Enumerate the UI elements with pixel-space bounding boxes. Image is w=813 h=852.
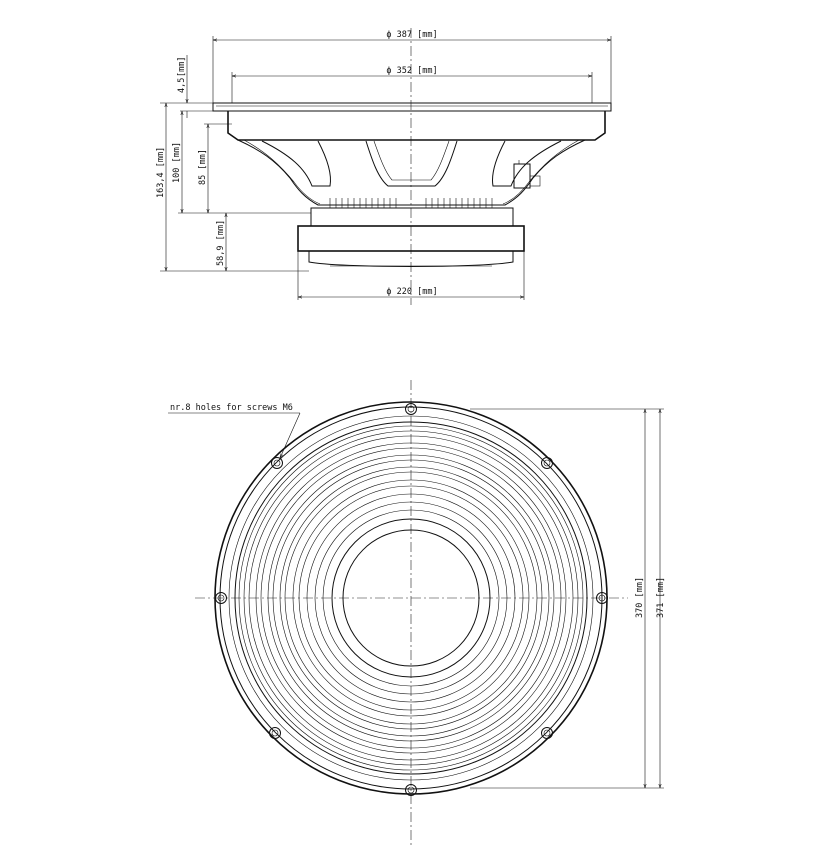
side-flange [212, 102, 612, 112]
dim-flange-thickness: 4,5 [mm] [177, 55, 213, 118]
dim-370-label: 370 [mm] [635, 577, 645, 618]
mounting-hole [215, 592, 227, 604]
dim-depth-100: 100 [mm] [172, 111, 311, 214]
mounting-hole [596, 592, 608, 604]
dim-magnet-diameter-label: ϕ 220 [mm] [386, 287, 437, 297]
dim-magnet-height: 58,9 [mm] [216, 213, 226, 271]
mounting-hole [541, 457, 553, 469]
side-basket [227, 111, 606, 206]
dim-outer-diameter-label: ϕ 387 [mm] [386, 30, 437, 40]
side-vent-fins [329, 198, 493, 208]
dim-depth-85-label: 85 [mm] [198, 149, 208, 185]
dim-total-depth-label: 163,4 [mm] [156, 147, 166, 198]
mounting-hole [269, 727, 281, 739]
mounting-hole [405, 784, 417, 796]
side-magnet [297, 207, 525, 267]
mounting-hole [271, 457, 283, 469]
dim-371: 371 [mm] [656, 409, 666, 788]
dim-magnet-height-label: 58,9 [mm] [216, 220, 226, 266]
dim-flange-thickness-label: 4,5 [177, 78, 187, 93]
dim-371-label: 371 [mm] [656, 577, 666, 618]
front-view: nr.8 holes for screws M6 370 [mm] 371 [m… [168, 380, 666, 845]
dim-outer-diameter: ϕ 387 [mm] [212, 30, 612, 103]
holes-note-label: nr.8 holes for screws M6 [170, 403, 293, 413]
dim-magnet-diameter: ϕ 220 [mm] [297, 251, 525, 300]
dim-total-depth: 163,4 [mm] [156, 102, 309, 272]
holes-note: nr.8 holes for screws M6 [168, 403, 301, 458]
dim-basket-diameter: ϕ 352 [mm] [231, 66, 593, 103]
dim-370: 370 [mm] [470, 408, 664, 789]
dim-depth-85: 85 [mm] [198, 123, 232, 213]
dim-depth-100-label: 100 [mm] [172, 142, 182, 183]
mounting-hole [405, 403, 417, 415]
front-mounting-holes [215, 403, 608, 796]
dim-flange-unit-label: [mm] [177, 57, 187, 77]
side-view: ϕ 387 [mm] ϕ 352 [mm] ϕ 220 [mm] 4,5 [mm… [156, 28, 612, 305]
dim-basket-diameter-label: ϕ 352 [mm] [386, 66, 437, 76]
mounting-hole [541, 727, 553, 739]
